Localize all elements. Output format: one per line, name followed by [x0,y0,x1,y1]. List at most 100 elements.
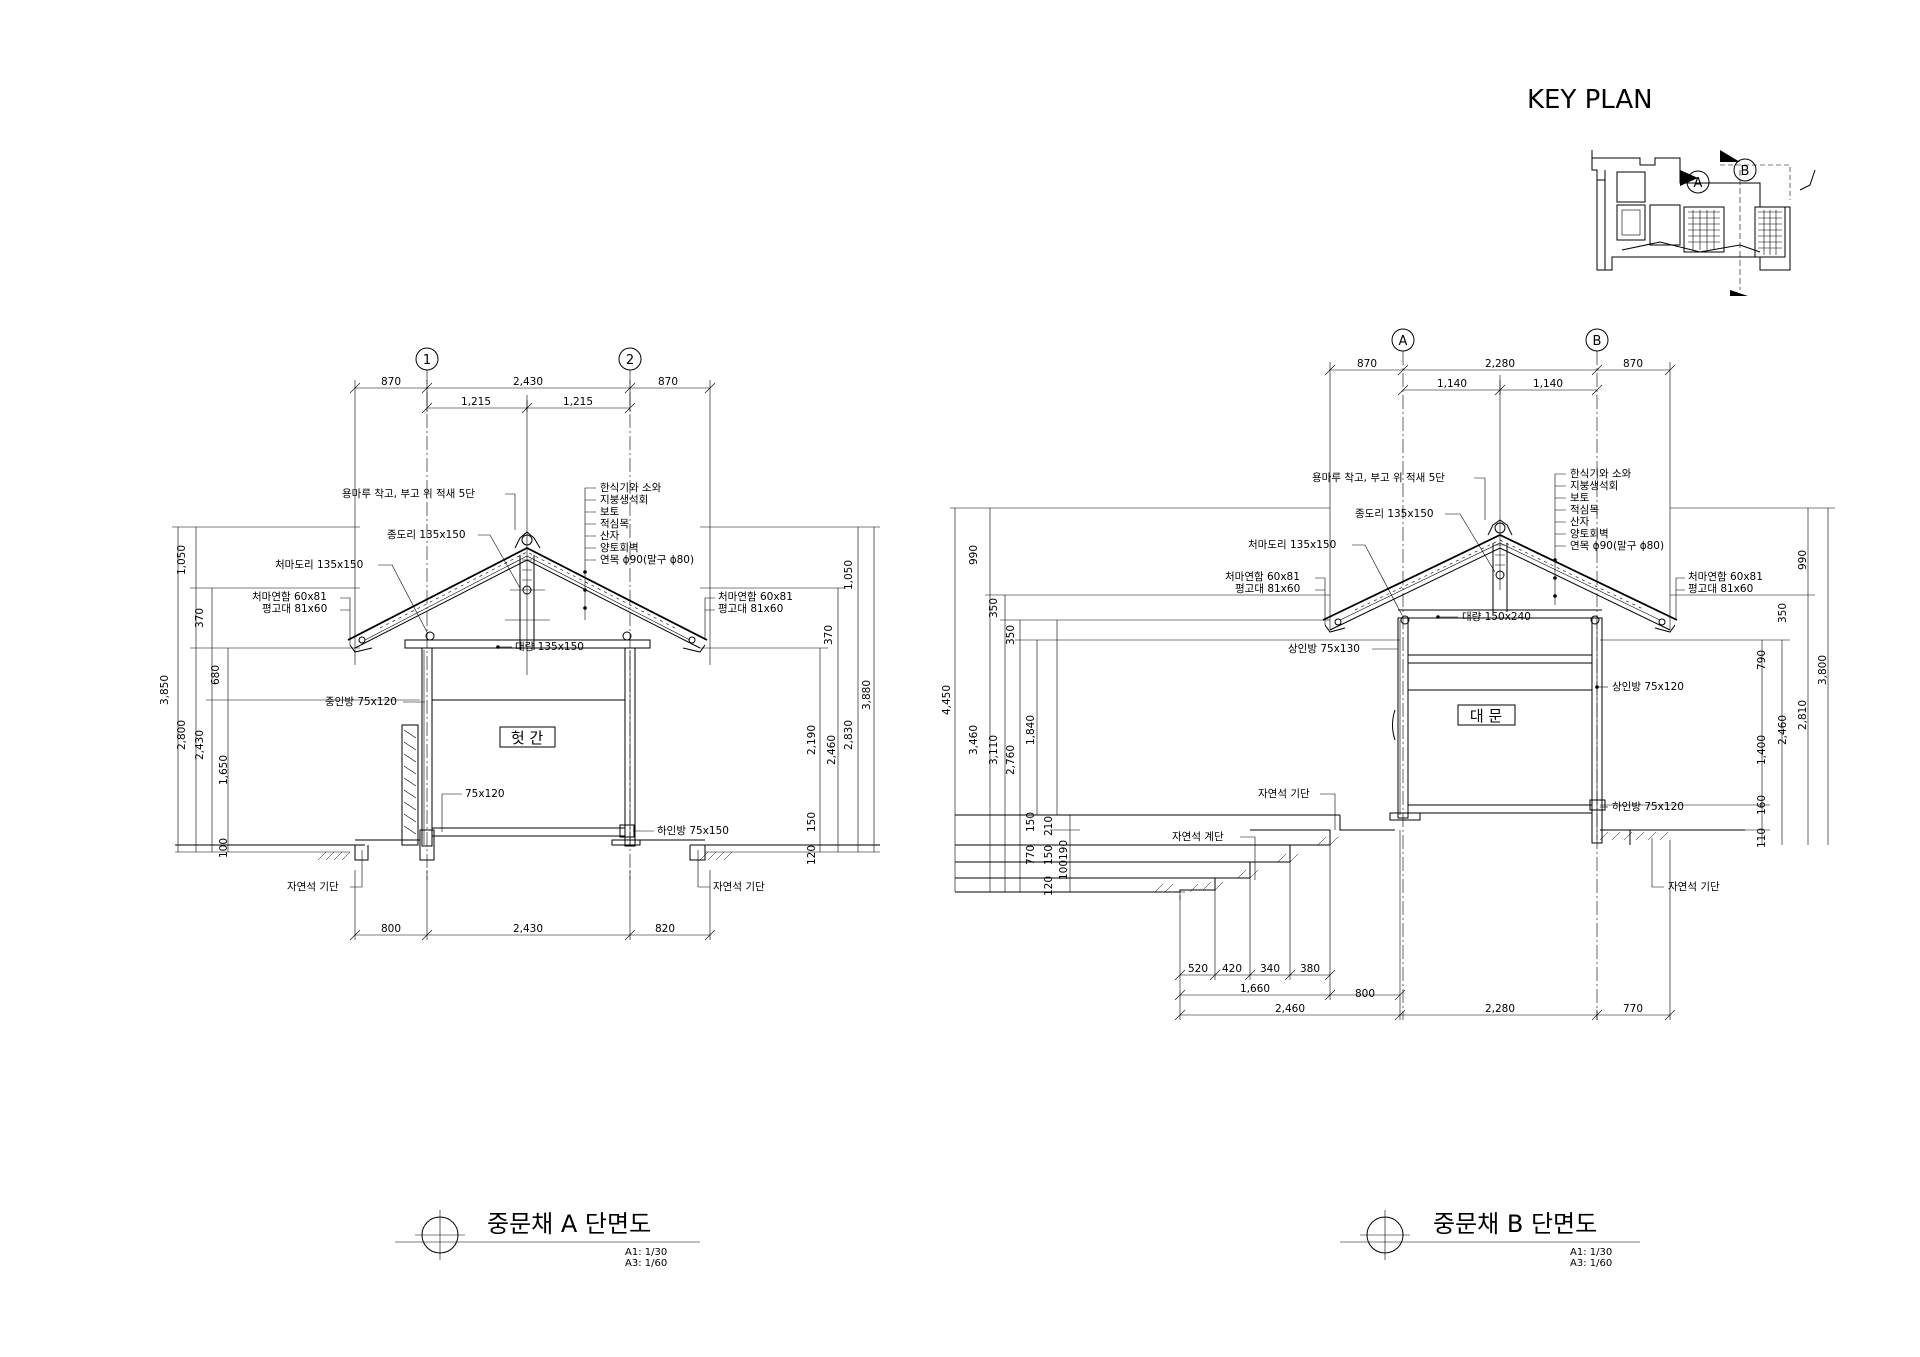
dim-a-bot-1: 800 [381,923,401,935]
label-b-pyeonggodae-r: 평고대 81x60 [1688,583,1753,595]
label-b-pyeonggodae: 평고대 81x60 [1235,583,1300,595]
label-b-sangibang-l: 상인방 75x130 [1288,643,1360,655]
vdim-b-l-12: 150 [1043,845,1055,865]
label-a-post: 75x120 [465,788,505,800]
section-b-bottom-dims: 520 420 340 380 1,660 800 2,460 2,280 77… [1174,830,1676,1021]
vdim-a-l-3: 680 [210,665,222,685]
section-b-left-dims: 990 350 350 4,450 3,460 3,110 2,760 1,84… [941,507,1400,896]
dim-a-bot-2: 2,430 [513,923,543,935]
label-b-yeonham-r: 처마연함 60x81 [1688,571,1763,583]
vdim-b-l-7: 2,760 [1005,745,1017,775]
dim-b-step-3: 340 [1260,963,1280,975]
label-b-daeryang: 대량 150x240 [1462,611,1531,623]
roof-layer-a-2: 지붕생석회 [600,494,648,506]
dim-b-top-1: 870 [1357,358,1377,370]
vdim-b-r-6: 2,460 [1777,715,1789,745]
roof-layer-b-3: 보토 [1570,492,1590,504]
vdim-a-r-6: 2,190 [806,725,818,755]
roof-layer-a-5: 산자 [600,530,620,542]
label-b-sangibang-r: 상인방 75x120 [1612,681,1684,693]
vdim-b-l-2: 350 [988,598,1000,618]
roof-layer-a-3: 보토 [600,506,620,518]
vdim-a-l-8: 100 [218,838,230,858]
vdim-b-l-4: 4,450 [941,685,953,715]
dim-b-total-3: 770 [1623,1003,1643,1015]
roof-layer-a-7: 연목 ϕ90(말구 ϕ80) [600,554,694,566]
key-plan-mark-a: A [1694,176,1703,191]
dim-a-top-1: 870 [381,376,401,388]
title-section-a: 중문채 A 단면도 [487,1210,651,1238]
vdim-b-r-4: 3,800 [1817,655,1829,685]
scale-a-a3: A3: 1/60 [625,1258,667,1269]
dim-b-top-2: 2,280 [1485,358,1515,370]
axis-1: 1 [423,353,431,368]
section-a-labels: 용마루 착고, 부고 위 적새 5단 종도리 135x150 처마도리 135x… [252,482,793,893]
section-b-labels: 용마루 착고, 부고 위 적새 5단 종도리 135x150 처마도리 135x… [1172,468,1763,893]
room-b: 대 문 [1470,707,1503,725]
dim-b-total-2: 2,280 [1485,1003,1515,1015]
label-b-stone-r: 자연석 기단 [1668,881,1720,893]
vdim-a-r-4: 2,830 [843,720,855,750]
vdim-b-l-9: 150 [1025,812,1037,832]
section-b-structure [1389,617,1606,844]
scale-a-a1: A1: 1/30 [625,1247,667,1258]
roof-layer-b-4: 적심목 [1570,504,1599,516]
vdim-b-l-3: 350 [1005,625,1017,645]
vdim-b-l-6: 3,110 [988,735,1000,765]
vdim-a-r-3: 3,880 [861,680,873,710]
vdim-b-r-2: 350 [1777,603,1789,623]
vdim-a-l-1: 1,050 [176,545,188,575]
room-a: 헛 간 [511,729,544,747]
vdim-b-r-1: 990 [1797,550,1809,570]
section-b-title: 중문채 B 단면도 A1: 1/30 A3: 1/60 [1340,1210,1640,1269]
dim-b-inner-2: 1,140 [1533,378,1563,390]
section-b-axes: A B [1391,328,1609,1020]
vdim-b-r-7: 1,400 [1756,735,1768,765]
section-a: 1 2 870 2,430 870 1,215 1,215 [159,347,880,1269]
roof-layer-b-5: 산자 [1570,516,1590,528]
label-a-stone-l: 자연석 기단 [287,881,339,893]
key-plan-drawing: A B [1591,150,1816,296]
vdim-b-l-5: 3,460 [968,725,980,755]
section-a-ground [175,844,880,861]
dim-a-top-2: 2,430 [513,376,543,388]
section-a-left-dims: 1,050 370 680 3,850 2,800 2,430 1,650 10… [159,526,420,858]
scale-b-a1: A1: 1/30 [1570,1247,1612,1258]
label-a-jungibang: 중인방 75x120 [325,696,397,708]
dim-b-top-3: 870 [1623,358,1643,370]
section-a-right-dims: 1,050 370 3,880 2,830 2,460 2,190 150 12… [700,526,880,865]
vdim-a-r-2: 370 [823,625,835,645]
label-a-daeryang: 대량 135x150 [515,641,584,653]
vdim-b-r-8: 160 [1756,795,1768,815]
label-a-yeonham: 처마연함 60x81 [252,591,327,603]
vdim-a-r-8: 120 [806,845,818,865]
vdim-b-l-14: 100 [1058,860,1070,880]
vdim-a-l-6: 2,430 [194,730,206,760]
label-a-stone-r: 자연석 기단 [713,881,765,893]
vdim-b-l-11: 770 [1025,845,1037,865]
label-a-pyeonggodae-r: 평고대 81x60 [718,603,783,615]
dim-b-mid-2: 800 [1355,988,1375,1000]
roof-layer-b-1: 한식기와 소와 [1570,468,1632,480]
section-b-right-dims: 990 350 790 3,800 2,810 2,460 1,400 160 … [1600,507,1835,848]
section-b: A B 870 2,280 870 1,140 1,140 [941,328,1835,1269]
roof-layer-a-1: 한식기와 소와 [600,482,662,494]
roof-layer-b-6: 양토회벽 [1570,528,1609,540]
section-b-roof [1322,519,1678,633]
vdim-a-l-5: 2,800 [176,720,188,750]
vdim-b-l-13: 190 [1058,840,1070,860]
vdim-a-l-2: 370 [194,608,206,628]
section-b-top-dims: 870 2,280 870 1,140 1,140 [1324,358,1676,630]
vdim-b-r-9: 110 [1756,828,1768,848]
section-a-roof [347,531,708,653]
label-b-roof-layers: 한식기와 소와 지붕생석회 보토 적심목 산자 양토회벽 연목 ϕ90(말구 ϕ… [1570,468,1664,552]
label-a-roof-layers: 한식기와 소와 지붕생석회 보토 적심목 산자 양토회벽 연목 ϕ90(말구 ϕ… [600,482,694,566]
dim-a-bot-3: 820 [655,923,675,935]
axis-b: B [1593,334,1602,349]
vdim-a-l-7: 1,650 [218,755,230,785]
dim-a-inner-2: 1,215 [563,396,593,408]
roof-layer-a-6: 양토회벽 [600,542,639,554]
dim-b-total-1: 2,460 [1275,1003,1305,1015]
section-a-top-dims: 870 2,430 870 1,215 1,215 [349,376,716,665]
